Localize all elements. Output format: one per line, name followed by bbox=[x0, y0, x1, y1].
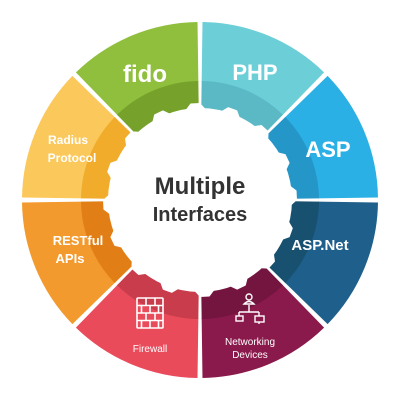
inner-ring-firewall bbox=[117, 265, 199, 319]
label-fido: fido bbox=[123, 61, 167, 88]
segment-firewall bbox=[75, 284, 199, 378]
center-title-line1: Multiple bbox=[155, 173, 246, 200]
label-firewall: Firewall bbox=[133, 344, 167, 355]
label-networking-line1: Networking bbox=[225, 337, 275, 348]
segment-radius-protocol bbox=[22, 75, 116, 199]
label-radius-line2: Protocol bbox=[48, 151, 97, 165]
inner-ring-restful bbox=[81, 201, 135, 283]
segment-aspnet bbox=[284, 201, 378, 325]
segment-fido bbox=[75, 22, 199, 116]
label-php: PHP bbox=[232, 60, 277, 85]
label-asp: ASP bbox=[305, 137, 350, 162]
segment-php bbox=[201, 22, 325, 116]
segment-restful-apis bbox=[22, 201, 116, 325]
segment-asp bbox=[284, 75, 378, 199]
inner-ring-radius bbox=[81, 117, 135, 199]
label-networking-line2: Devices bbox=[232, 350, 268, 361]
center-title-line2: Interfaces bbox=[153, 204, 248, 226]
inner-ring-fido bbox=[117, 81, 199, 135]
firewall-icon bbox=[136, 297, 164, 329]
inner-ring-networking bbox=[201, 265, 283, 319]
inner-ring-aspnet bbox=[265, 201, 319, 283]
inner-ring-php bbox=[201, 81, 283, 135]
label-restful-line2: APIs bbox=[56, 251, 85, 266]
network-icon bbox=[235, 293, 265, 324]
inner-ring-asp bbox=[265, 117, 319, 199]
label-radius-line1: Radius bbox=[48, 133, 88, 147]
label-aspnet: ASP.Net bbox=[291, 237, 348, 254]
segment-networking-devices bbox=[201, 284, 325, 378]
label-restful-line1: RESTful bbox=[53, 233, 104, 248]
center-gear bbox=[103, 103, 297, 297]
